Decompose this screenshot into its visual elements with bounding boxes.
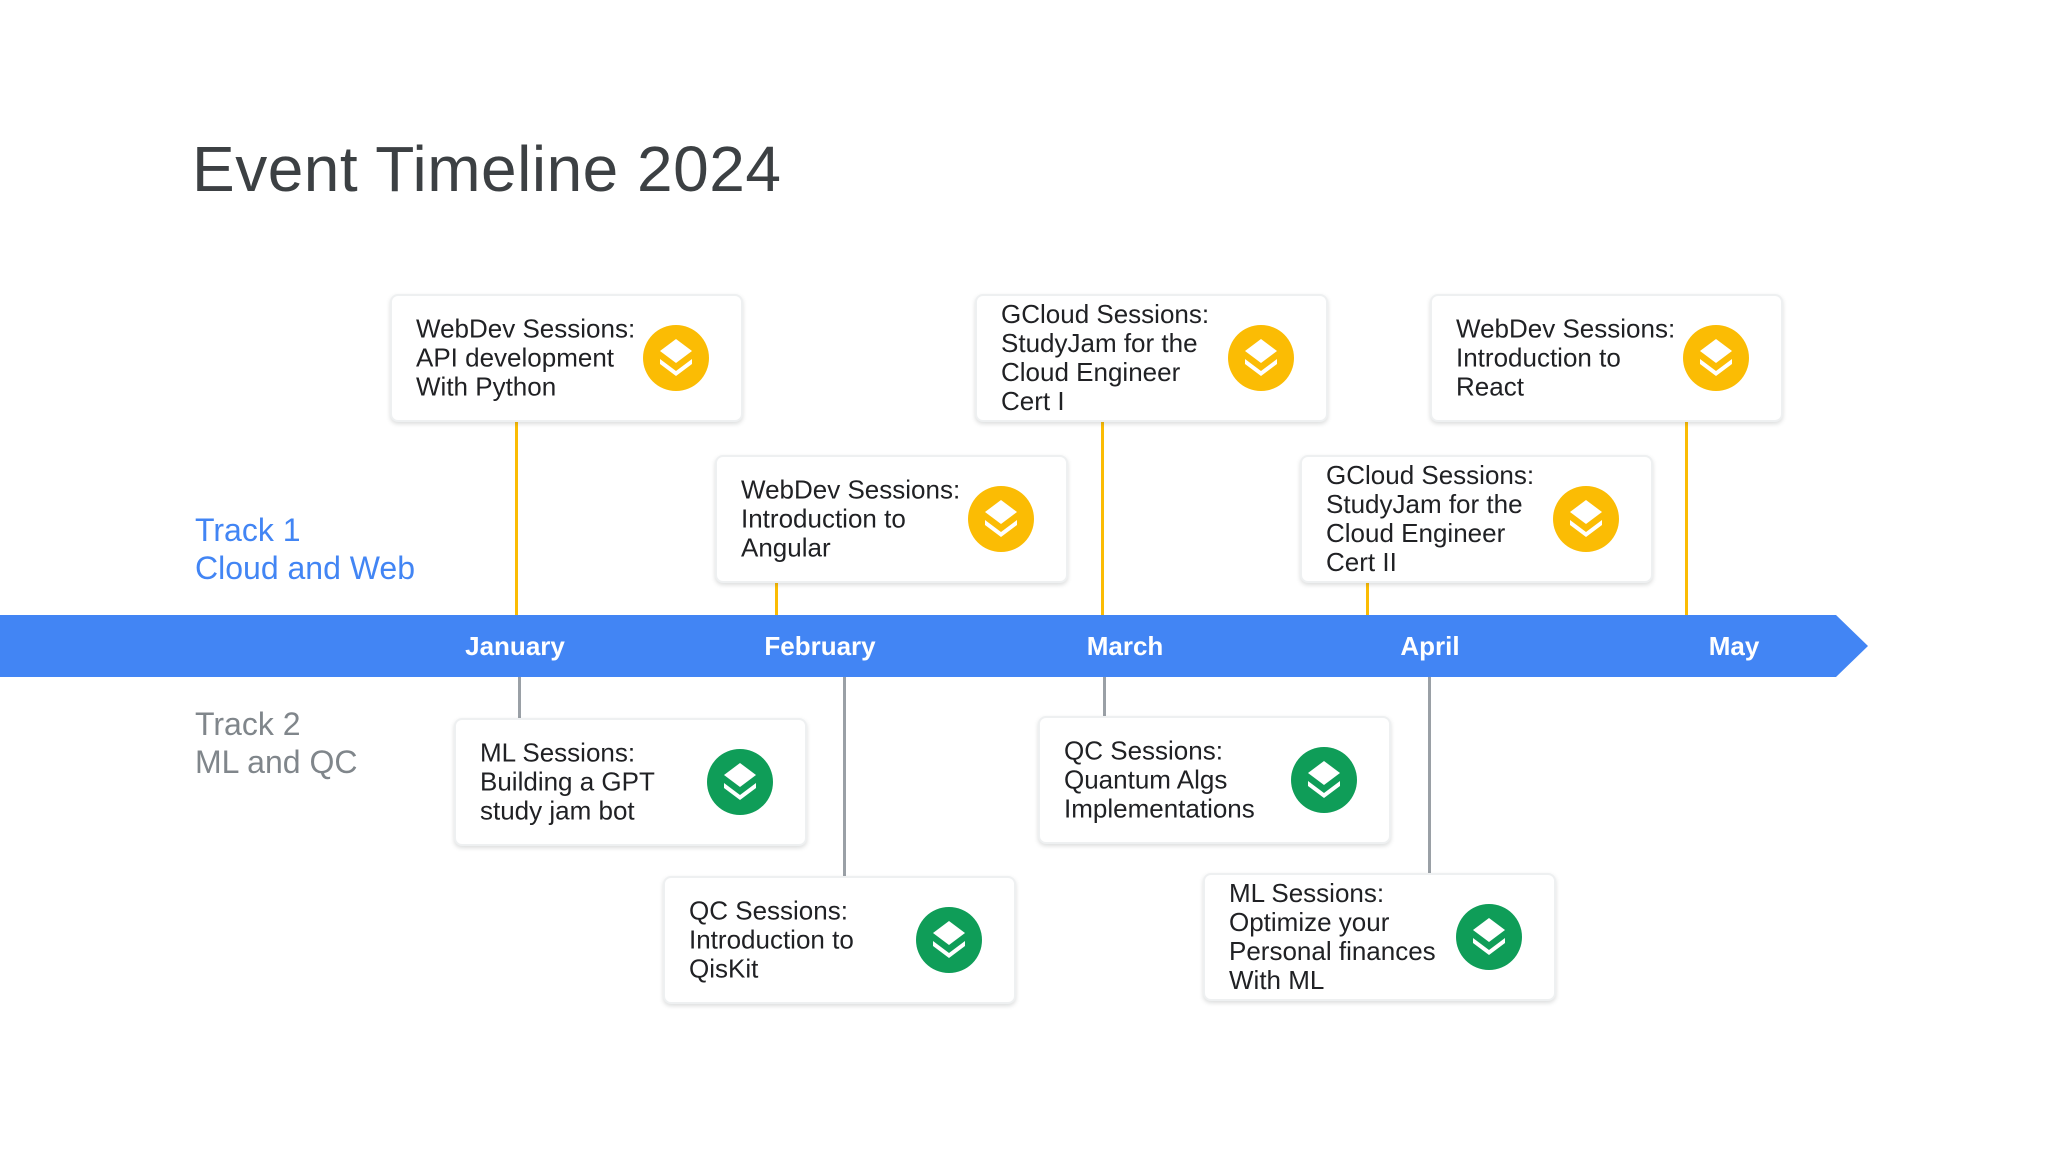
layers-icon <box>916 907 982 973</box>
layers-icon <box>643 325 709 391</box>
event-title-line: Introduction to <box>741 503 906 534</box>
month-february: February <box>764 631 876 661</box>
event-title: GCloud Sessions: StudyJam for the Cloud … <box>1001 300 1241 416</box>
connector-track1-3 <box>1366 583 1369 615</box>
track-1-label: Track 1 Cloud and Web <box>195 511 415 587</box>
connector-track2-2 <box>1103 677 1106 717</box>
event-title-line: QisKit <box>689 953 759 984</box>
event-title-line: StudyJam for the <box>1326 489 1523 519</box>
event-title-line: GCloud Sessions: <box>1326 460 1535 490</box>
event-title-line: StudyJam for the <box>1001 328 1198 358</box>
event-title: QC Sessions: Quantum Algs Implementation… <box>1064 735 1304 824</box>
connector-track2-3 <box>1428 677 1431 874</box>
event-title-line: Optimize your <box>1229 907 1390 937</box>
event-title-line: With Python <box>416 371 557 402</box>
event-title-line: WebDev Sessions: <box>741 474 961 505</box>
layers-icon <box>968 486 1034 552</box>
event-title-line: QC Sessions: <box>689 895 848 926</box>
event-title-line: study jam bot <box>480 795 635 826</box>
track-1-description: Cloud and Web <box>195 550 415 586</box>
event-card-react: WebDev Sessions: Introduction to React <box>1430 294 1783 422</box>
event-title-line: ML Sessions: <box>1229 878 1385 908</box>
event-title: ML Sessions: Optimize your Personal fina… <box>1229 879 1469 995</box>
month-january: January <box>465 631 565 661</box>
event-title: WebDev Sessions: Introduction to React <box>1456 313 1696 402</box>
event-title-line: React <box>1456 371 1524 402</box>
layers-icon <box>1553 486 1619 552</box>
connector-track2-1 <box>843 677 846 877</box>
track-2-name: Track 2 <box>195 706 301 742</box>
connector-track1-1 <box>775 583 778 615</box>
event-title-line: QC Sessions: <box>1064 735 1223 766</box>
connector-track1-2 <box>1101 420 1104 615</box>
event-title-line: Angular <box>741 532 831 563</box>
event-title-line: Introduction to <box>1456 342 1621 373</box>
event-title-line: ML Sessions: <box>480 737 636 768</box>
month-march: March <box>1086 631 1164 661</box>
event-title-line: Personal finances <box>1229 936 1436 966</box>
layers-icon <box>1683 325 1749 391</box>
event-title: WebDev Sessions: Introduction to Angular <box>741 474 981 563</box>
event-title-line: Cloud Engineer <box>1326 518 1506 548</box>
event-card-personal-finances: ML Sessions: Optimize your Personal fina… <box>1203 873 1556 1001</box>
event-card-qiskit: QC Sessions: Introduction to QisKit <box>663 876 1016 1004</box>
connector-track1-4 <box>1685 420 1688 615</box>
event-title: QC Sessions: Introduction to QisKit <box>689 895 929 984</box>
event-title: WebDev Sessions: API development With Py… <box>416 313 656 402</box>
event-card-api-python: WebDev Sessions: API development With Py… <box>390 294 743 422</box>
event-title-line: Quantum Algs <box>1064 764 1228 795</box>
event-title-line: WebDev Sessions: <box>1456 313 1676 344</box>
event-title-line: Cloud Engineer <box>1001 357 1181 387</box>
event-title-line: With ML <box>1229 965 1325 995</box>
event-title: ML Sessions: Building a GPT study jam bo… <box>480 737 720 826</box>
event-title-line: Cert II <box>1326 547 1397 577</box>
event-title-line: Introduction to <box>689 924 854 955</box>
event-card-gpt-bot: ML Sessions: Building a GPT study jam bo… <box>454 718 807 846</box>
page-title: Event Timeline 2024 <box>192 133 782 205</box>
event-title-line: Building a GPT <box>480 766 655 797</box>
month-april: April <box>1400 631 1460 661</box>
event-card-quantum-algs: QC Sessions: Quantum Algs Implementation… <box>1038 716 1391 844</box>
timeline-arrowhead <box>1836 615 1868 677</box>
track-2-description: ML and QC <box>195 744 358 780</box>
event-title-line: API development <box>416 342 615 373</box>
event-title-line: WebDev Sessions: <box>416 313 636 344</box>
event-card-cloud-engineer-2: GCloud Sessions: StudyJam for the Cloud … <box>1300 455 1653 583</box>
event-title-line: GCloud Sessions: <box>1001 299 1210 329</box>
month-may: May <box>1708 631 1760 661</box>
timeline-bar <box>0 615 1836 677</box>
track-1-name: Track 1 <box>195 512 301 548</box>
layers-icon <box>1456 904 1522 970</box>
track-2-label: Track 2 ML and QC <box>195 705 357 781</box>
event-title: GCloud Sessions: StudyJam for the Cloud … <box>1326 461 1566 577</box>
connector-track2-0 <box>518 677 521 719</box>
layers-icon <box>1228 325 1294 391</box>
event-title-line: Cert I <box>1001 386 1065 416</box>
layers-icon <box>707 749 773 815</box>
event-card-cloud-engineer-1: GCloud Sessions: StudyJam for the Cloud … <box>975 294 1328 422</box>
connector-track1-0 <box>515 420 518 615</box>
layers-icon <box>1291 747 1357 813</box>
event-title-line: Implementations <box>1064 793 1255 824</box>
event-card-angular: WebDev Sessions: Introduction to Angular <box>715 455 1068 583</box>
